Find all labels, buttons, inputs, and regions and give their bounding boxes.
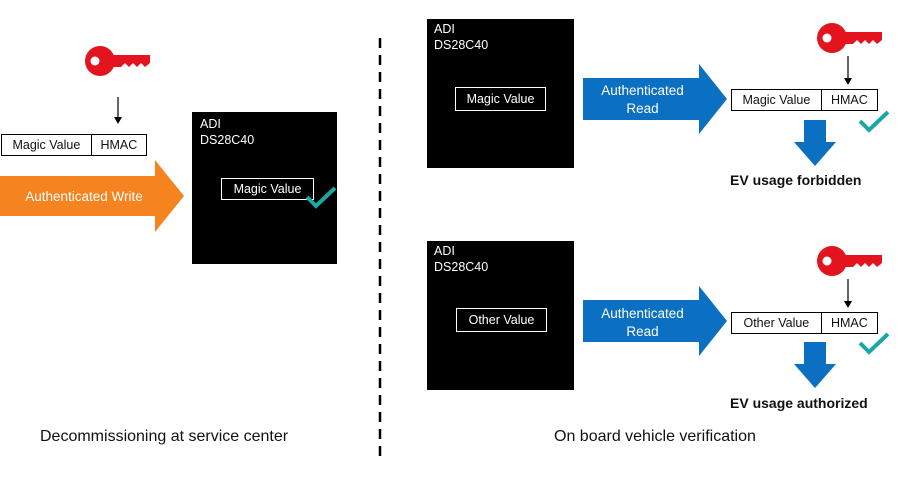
check-icon [858, 332, 890, 355]
value-hmac-pair: Magic Value HMAC [731, 89, 878, 111]
key-icon [817, 246, 882, 276]
pair-value: Magic Value [732, 90, 822, 110]
chip-stored-value: Other Value [456, 308, 547, 332]
arrow-label-line-2: Read [626, 324, 659, 339]
authenticated-write-label: Authenticated Write [25, 189, 143, 204]
authenticated-write-arrow [0, 160, 184, 232]
chip-vendor: ADI [434, 22, 455, 36]
check-icon [305, 186, 337, 209]
down-pointer-icon [114, 97, 122, 124]
pair-value: Other Value [732, 313, 822, 333]
chip-ds28c40-left: ADI DS28C40 Magic Value [192, 112, 337, 264]
value-hmac-pair: Other Value HMAC [731, 312, 878, 334]
arrow-label-line-1: Authenticated [601, 306, 684, 321]
chip-part: DS28C40 [434, 38, 489, 52]
arrow-label-line-1: Authenticated [601, 83, 684, 98]
down-pointer-icon [844, 279, 852, 308]
result-arrow-top [794, 120, 836, 166]
pair-hmac: HMAC [830, 93, 868, 107]
key-icon [85, 46, 150, 76]
chip-ds28c40-bottom: ADI DS28C40 Other Value [427, 241, 574, 390]
chip-vendor: ADI [434, 244, 455, 258]
down-pointer-icon [844, 56, 852, 85]
pair-value: Magic Value [2, 135, 92, 155]
chip-ds28c40-top: ADI DS28C40 Magic Value [427, 19, 574, 168]
chip-stored-value: Magic Value [455, 87, 546, 111]
result-authorized: EV usage authorized [730, 395, 868, 411]
chip-part: DS28C40 [434, 260, 489, 274]
result-arrow-bottom [794, 342, 836, 388]
authenticated-read-arrow-bottom [583, 286, 727, 356]
chip-part: DS28C40 [200, 133, 255, 147]
authenticated-read-arrow-top [583, 64, 727, 134]
authenticated-read-label: Authenticated Read [585, 82, 700, 118]
caption-decommissioning: Decommissioning at service center [40, 428, 289, 445]
result-forbidden: EV usage forbidden [730, 172, 862, 188]
pair-hmac: HMAC [100, 138, 138, 152]
key-icon [817, 23, 882, 53]
section-divider [378, 38, 382, 458]
value-hmac-pair: Magic Value HMAC [1, 134, 147, 156]
check-icon [858, 110, 890, 133]
chip-vendor: ADI [200, 117, 221, 131]
pair-hmac: HMAC [830, 316, 868, 330]
authenticated-read-label: Authenticated Read [585, 305, 700, 341]
caption-onboard-verification: On board vehicle verification [554, 428, 756, 445]
chip-stored-value: Magic Value [221, 178, 314, 200]
arrow-label-line-2: Read [626, 101, 659, 116]
